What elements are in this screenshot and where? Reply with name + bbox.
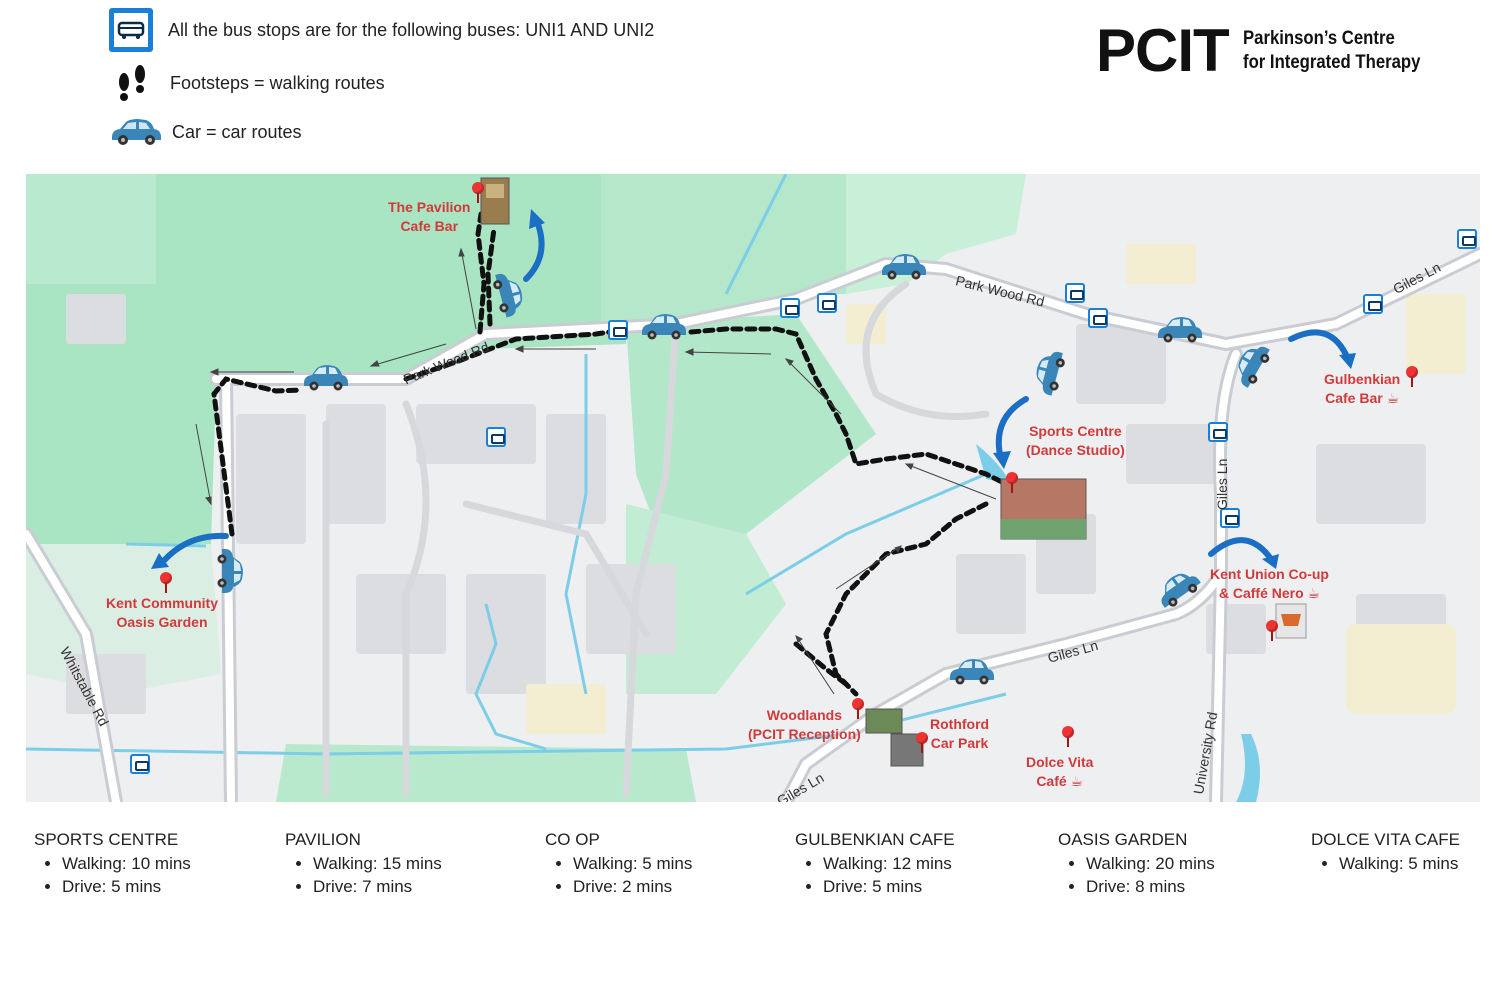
place-label-pavilion[interactable]: The Pavilion Cafe Bar: [388, 198, 470, 236]
place-label-line: Car Park: [930, 735, 989, 751]
walking-time: Walking: 5 mins: [573, 852, 692, 875]
destination-title: PAVILION: [285, 830, 361, 849]
place-label-dolce-vita[interactable]: Dolce Vita Café ☕: [1026, 753, 1093, 791]
drive-time: Drive: 8 mins: [1086, 875, 1215, 898]
bus-stop-icon[interactable]: [608, 320, 628, 340]
footsteps-icon: [119, 65, 145, 101]
place-label-line: Café ☕: [1036, 773, 1084, 789]
place-label-line: Woodlands: [766, 707, 842, 723]
place-label-line: Dolce Vita: [1026, 754, 1094, 770]
place-label-woodlands[interactable]: Woodlands (PCIT Reception): [748, 706, 861, 744]
place-label-line: & Caffé Nero ☕: [1218, 585, 1321, 601]
place-label-line: Gulbenkian: [1324, 371, 1401, 387]
place-label-kent-union[interactable]: Kent Union Co-up & Caffé Nero ☕: [1210, 565, 1329, 603]
legend-car-text: Car = car routes: [172, 121, 302, 142]
walking-time: Walking: 20 mins: [1086, 852, 1215, 875]
destination-title: GULBENKIAN CAFE: [795, 830, 955, 849]
location-pin-icon: [1266, 620, 1278, 641]
logo-line-2: for Integrated Therapy: [1242, 52, 1421, 73]
bus-stop-icon[interactable]: [817, 293, 837, 313]
legend-bus: All the bus stops are for the following …: [108, 7, 654, 53]
location-pin-icon: [472, 182, 484, 203]
place-label-line: Kent Community: [106, 595, 218, 611]
bus-stop-icon[interactable]: [780, 298, 800, 318]
legend-car: Car = car routes: [108, 117, 302, 147]
place-label-sports-centre[interactable]: Sports Centre (Dance Studio): [1026, 422, 1125, 460]
walking-time: Walking: 12 mins: [823, 852, 955, 875]
logo-mark: PCIT: [1096, 17, 1230, 84]
location-pin-icon: [160, 572, 172, 593]
place-label-line: The Pavilion: [388, 199, 471, 215]
logo-line-1: Parkinson’s Centre: [1242, 28, 1395, 49]
map-background: [26, 174, 1480, 802]
destination-sports-centre: SPORTS CENTRE Walking: 10 mins Drive: 5 …: [34, 830, 191, 898]
drive-time: Drive: 5 mins: [823, 875, 955, 898]
bus-stop-icon[interactable]: [130, 754, 150, 774]
place-label-line: (PCIT Reception): [748, 726, 861, 742]
legend-walk: Footsteps = walking routes: [114, 64, 385, 102]
place-label-line: (Dance Studio): [1026, 442, 1125, 458]
drive-time: Drive: 7 mins: [313, 875, 442, 898]
location-pin-icon: [1006, 472, 1018, 493]
place-label-line: Cafe Bar: [400, 218, 459, 234]
location-pin-icon: [852, 698, 864, 719]
bus-stop-icon[interactable]: [1363, 294, 1383, 314]
car-icon: [112, 119, 161, 145]
legend-bus-text: All the bus stops are for the following …: [168, 19, 655, 40]
road-label: Giles Ln: [1214, 458, 1230, 510]
bus-stop-icon[interactable]: [1065, 283, 1085, 303]
place-label-gulbenkian[interactable]: Gulbenkian Cafe Bar ☕: [1324, 370, 1400, 408]
location-pin-icon: [916, 732, 928, 753]
destination-dolce-vita: DOLCE VITA CAFE Walking: 5 mins: [1311, 830, 1460, 875]
place-label-line: Cafe Bar ☕: [1325, 390, 1400, 406]
destination-gulbenkian: GULBENKIAN CAFE Walking: 12 mins Drive: …: [795, 830, 955, 898]
destination-title: DOLCE VITA CAFE: [1311, 830, 1460, 849]
destination-pavilion: PAVILION Walking: 15 mins Drive: 7 mins: [285, 830, 442, 898]
location-pin-icon: [1062, 726, 1074, 747]
drive-time: Drive: 2 mins: [573, 875, 692, 898]
destination-oasis-garden: OASIS GARDEN Walking: 20 mins Drive: 8 m…: [1058, 830, 1215, 898]
campus-map[interactable]: Park Wood Rd Park Wood Rd Giles Ln Giles…: [26, 174, 1480, 802]
walking-time: Walking: 5 mins: [1339, 852, 1460, 875]
bus-stop-icon[interactable]: [1208, 422, 1228, 442]
pcit-logo: PCIT Parkinson’s Centre for Integrated T…: [1096, 17, 1444, 84]
place-label-line: Sports Centre: [1029, 423, 1122, 439]
drive-time: Drive: 5 mins: [62, 875, 191, 898]
destination-title: CO OP: [545, 830, 600, 849]
place-label-line: Rothford: [930, 716, 990, 732]
place-label-oasis-garden[interactable]: Kent Community Oasis Garden: [106, 594, 218, 632]
destination-title: OASIS GARDEN: [1058, 830, 1188, 849]
location-pin-icon: [1406, 366, 1418, 387]
walking-time: Walking: 10 mins: [62, 852, 191, 875]
bus-stop-icon[interactable]: [1220, 508, 1240, 528]
bus-stop-icon[interactable]: [1088, 308, 1108, 328]
destination-title: SPORTS CENTRE: [34, 830, 179, 849]
destination-co-op: CO OP Walking: 5 mins Drive: 2 mins: [545, 830, 692, 898]
place-label-line: Kent Union Co-up: [1210, 566, 1329, 582]
logo-subtitle: Parkinson’s Centre for Integrated Therap…: [1243, 27, 1420, 75]
place-label-rothford[interactable]: Rothford Car Park: [930, 715, 989, 753]
walking-time: Walking: 15 mins: [313, 852, 442, 875]
place-label-line: Oasis Garden: [116, 614, 208, 630]
bus-stop-icon[interactable]: [486, 427, 506, 447]
legend-walk-text: Footsteps = walking routes: [170, 72, 385, 93]
bus-stop-icon[interactable]: [1457, 229, 1477, 249]
bus-stop-icon: [109, 8, 153, 52]
